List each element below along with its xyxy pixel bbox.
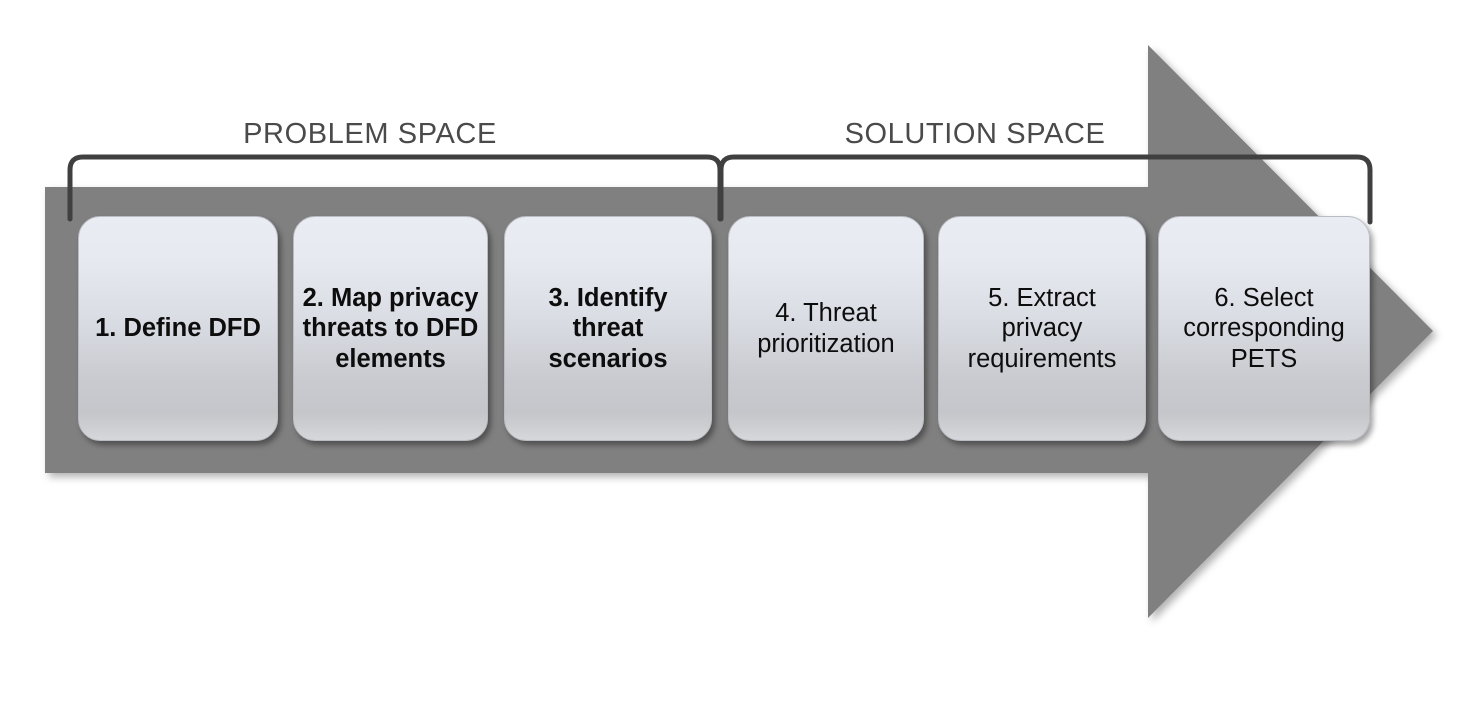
step-box-4[interactable]: 4. Threat prioritization <box>728 216 924 441</box>
step-box-3[interactable]: 3. Identify threat scenarios <box>504 216 712 441</box>
step-box-3-label: 3. Identify threat scenarios <box>548 283 668 373</box>
step-box-2-label: 2. Map privacy threats to DFD elements <box>302 283 479 373</box>
step-box-6[interactable]: 6. Select corresponding PETS <box>1158 216 1370 441</box>
step-box-4-label: 4. Threat prioritization <box>757 298 895 358</box>
step-box-1-label: 1. Define DFD <box>95 314 261 343</box>
step-box-6-label: 6. Select corresponding PETS <box>1183 283 1345 373</box>
span-label-solution-space: SOLUTION SPACE <box>844 118 1106 150</box>
step-box-5-label: 5. Extract privacy requirements <box>967 283 1117 373</box>
span-label-problem-space: PROBLEM SPACE <box>243 118 497 150</box>
step-box-5[interactable]: 5. Extract privacy requirements <box>938 216 1146 441</box>
step-box-2[interactable]: 2. Map privacy threats to DFD elements <box>293 216 488 441</box>
step-box-1[interactable]: 1. Define DFD <box>78 216 278 441</box>
